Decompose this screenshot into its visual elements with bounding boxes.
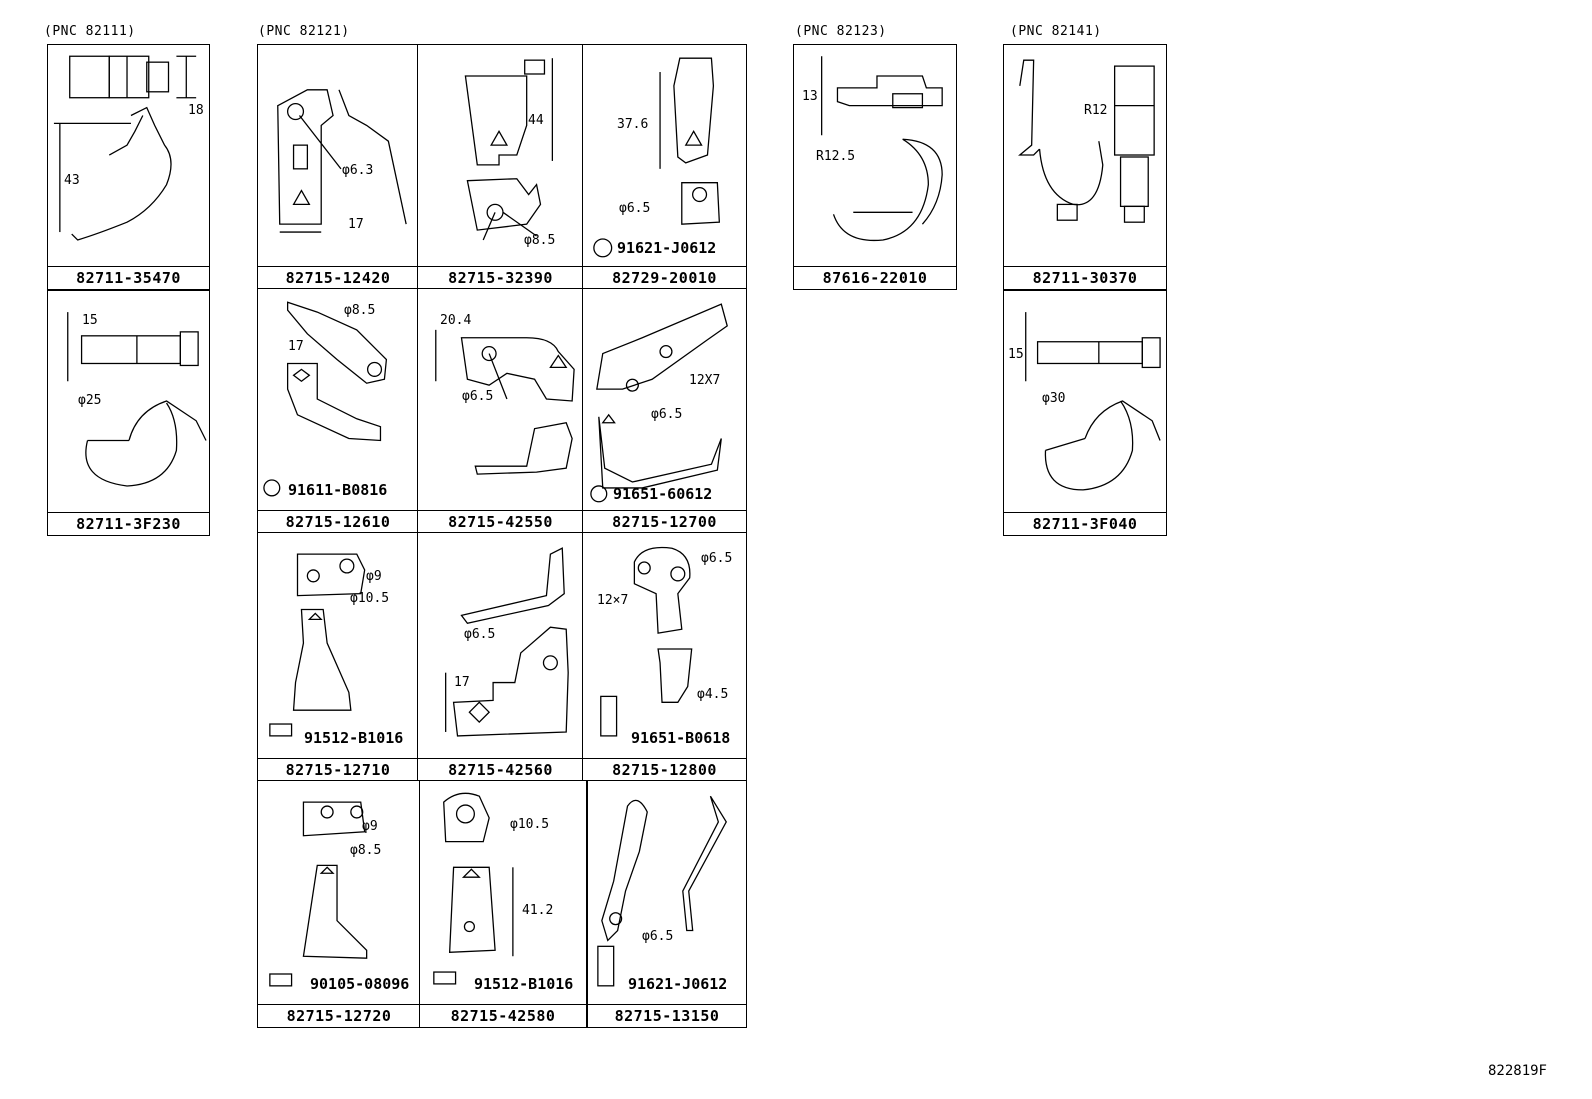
dim-label: 44	[528, 113, 544, 128]
dim-label: φ6.5	[619, 201, 651, 216]
bolt-part-number: 91611-B0816	[288, 481, 388, 499]
group-label-82121: (PNC 82121)	[258, 24, 350, 39]
part-number: 82715-32390	[418, 266, 583, 289]
part-number: 87616-22010	[794, 266, 956, 289]
clip-drawing	[53, 55, 197, 241]
part-cell-82715-42560[interactable]: φ6.5 17 82715-42560	[417, 532, 584, 782]
part-cell-82715-13150[interactable]: φ6.5 91621-J0612 82715-13150	[587, 780, 747, 1028]
bracket-drawing	[445, 547, 569, 737]
part-cell-82715-42550[interactable]: 20.4 φ6.5 82715-42550	[417, 288, 584, 534]
dim-label: 12×7	[597, 593, 629, 608]
dim-label: φ6.5	[462, 389, 494, 404]
dim-label: 18	[188, 103, 204, 118]
part-cell-82715-12710[interactable]: φ9 φ10.5 91512-B1016 82715-12710	[257, 532, 419, 782]
part-number: 82715-12800	[583, 758, 746, 781]
clip-drawing	[821, 56, 943, 242]
part-number: 82715-12720	[258, 1004, 420, 1027]
bolt-part-number: 91621-J0612	[628, 975, 728, 993]
dim-label: φ6.5	[701, 551, 733, 566]
part-cell-82711-3F230[interactable]: 15 φ25 82711-3F230	[47, 290, 210, 536]
dim-label: φ8.5	[344, 303, 376, 318]
dim-label: φ10.5	[510, 817, 550, 832]
part-cell-82715-12720[interactable]: φ9 φ8.5 90105-08096 82715-12720	[257, 780, 421, 1028]
dim-label: φ9	[366, 569, 382, 584]
clip-drawing	[1025, 312, 1161, 491]
part-number: 82715-12420	[258, 266, 418, 289]
bracket-drawing	[435, 329, 575, 475]
dim-label: 41.2	[522, 903, 554, 918]
dim-label: 17	[288, 339, 304, 354]
dim-label: φ9	[362, 819, 378, 834]
part-cell-82715-12420[interactable]: φ6.3 17 82715-12420	[257, 44, 419, 290]
clip-drawing	[67, 312, 207, 487]
part-cell-87616-22010[interactable]: 13 R12.5 87616-22010	[793, 44, 957, 290]
part-number: 82711-35470	[48, 266, 209, 289]
part-number: 82711-30370	[1004, 266, 1166, 289]
dim-label: φ25	[78, 393, 102, 408]
part-number: 82715-42560	[418, 758, 583, 781]
group-label-82141: (PNC 82141)	[1010, 24, 1102, 39]
bracket-drawing	[590, 303, 728, 503]
dim-label: 13	[802, 89, 818, 104]
part-cell-82715-42580[interactable]: φ10.5 41.2 91512-B1016 82715-42580	[419, 780, 587, 1028]
bracket-drawing	[600, 546, 693, 737]
group-label-82111: (PNC 82111)	[44, 24, 136, 39]
part-cell-82729-20010[interactable]: 37.6 φ6.5 91621-J0612 82729-20010	[582, 44, 747, 290]
part-number: 82715-42580	[420, 1004, 586, 1027]
bracket-drawing	[269, 801, 368, 987]
part-number: 82729-20010	[583, 266, 746, 289]
bolt-part-number: 91621-J0612	[617, 239, 717, 257]
bracket-drawing	[277, 89, 407, 233]
dim-label: φ8.5	[524, 233, 556, 248]
part-cell-82715-12700[interactable]: 12X7 φ6.5 91651-60612 82715-12700	[582, 288, 747, 534]
bracket-drawing	[433, 792, 514, 985]
dim-label: φ6.5	[642, 929, 674, 944]
part-number: 82711-3F230	[48, 512, 209, 535]
illustration-code: 822819F	[1487, 1063, 1547, 1079]
bracket-drawing	[464, 58, 554, 241]
dim-label: 43	[64, 173, 80, 188]
part-number: 82715-42550	[418, 510, 583, 533]
bolt-part-number: 91651-60612	[613, 485, 713, 503]
part-cell-82715-12610[interactable]: φ8.5 17 91611-B0816 82715-12610	[257, 288, 419, 534]
dim-label: 17	[348, 217, 364, 232]
bolt-part-number: 91512-B1016	[474, 975, 574, 993]
part-number: 82715-12610	[258, 510, 418, 533]
part-cell-82711-30370[interactable]: R12 82711-30370	[1003, 44, 1167, 290]
dim-label: R12.5	[816, 149, 856, 164]
part-number: 82715-13150	[588, 1004, 746, 1027]
dim-label: 20.4	[440, 313, 472, 328]
dim-label: R12	[1084, 103, 1108, 118]
dim-label: φ30	[1042, 391, 1066, 406]
bolt-part-number: 91651-B0618	[631, 729, 731, 747]
bracket-drawing	[593, 57, 721, 258]
dim-label: φ6.5	[464, 627, 496, 642]
part-cell-82715-32390[interactable]: 44 φ8.5 82715-32390	[417, 44, 584, 290]
dim-label: φ6.3	[342, 163, 374, 178]
part-number: 82715-12710	[258, 758, 418, 781]
part-cell-82711-35470[interactable]: 18 43 82711-35470	[47, 44, 210, 290]
part-cell-82711-3F040[interactable]: 15 φ30 82711-3F040	[1003, 290, 1167, 536]
clip-drawing	[1018, 59, 1155, 223]
dim-label: φ10.5	[350, 591, 390, 606]
dim-label: 12X7	[689, 373, 721, 388]
dim-label: 15	[1008, 347, 1024, 362]
bracket-drawing	[263, 301, 388, 497]
group-label-82123: (PNC 82123)	[795, 24, 887, 39]
bolt-part-number: 90105-08096	[310, 975, 410, 993]
bracket-drawing	[597, 795, 727, 987]
bolt-part-number: 91512-B1016	[304, 729, 404, 747]
part-number: 82715-12700	[583, 510, 746, 533]
part-cell-82715-12800[interactable]: φ6.5 12×7 φ4.5 91651-B0618 82715-12800	[582, 532, 747, 782]
dim-label: 15	[82, 313, 98, 328]
dim-label: φ8.5	[350, 843, 382, 858]
dim-label: 17	[454, 675, 470, 690]
part-number: 82711-3F040	[1004, 512, 1166, 535]
dim-label: φ4.5	[697, 687, 729, 702]
bracket-drawing	[269, 553, 366, 737]
dim-label: φ6.5	[651, 407, 683, 422]
dim-label: 37.6	[617, 117, 649, 132]
